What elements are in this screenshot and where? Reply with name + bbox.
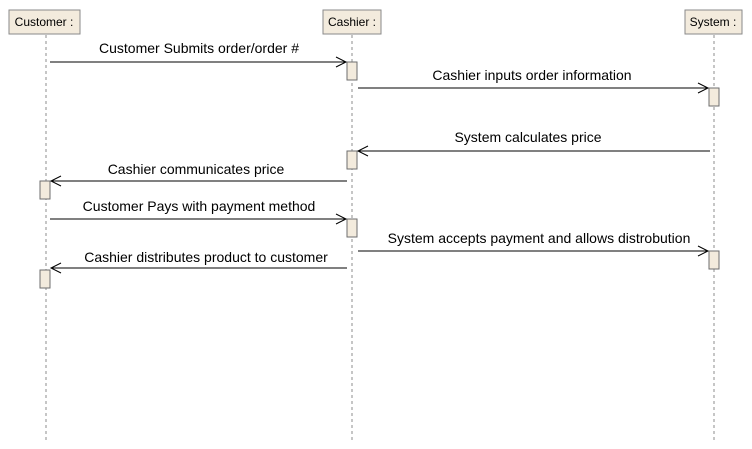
activation-customer-1 (39, 180, 51, 200)
message-label: System calculates price (454, 129, 601, 145)
message-label: Customer Pays with payment method (83, 198, 316, 214)
activation-system-1 (708, 87, 720, 107)
lifeline-system-header: System : (684, 9, 743, 35)
message-system-accepts-payment: System accepts payment and allows distro… (358, 230, 710, 257)
arrowhead-right-icon (697, 245, 710, 257)
message-label: Cashier distributes product to customer (84, 249, 328, 265)
message-customer-submits-order: Customer Submits order/order # (50, 40, 348, 68)
lifeline-cashier-header: Cashier : (322, 9, 382, 35)
arrowhead-left-icon (49, 175, 62, 187)
activation-cashier-1 (346, 61, 358, 81)
message-customer-pays: Customer Pays with payment method (50, 198, 348, 225)
activation-cashier-2 (346, 150, 358, 170)
arrowhead-right-icon (335, 213, 348, 225)
message-label: Customer Submits order/order # (99, 40, 299, 56)
message-label: Cashier inputs order information (432, 67, 631, 83)
lifeline-customer-label: Customer : (15, 15, 74, 29)
message-label: Cashier communicates price (108, 161, 285, 177)
arrowhead-left-icon (356, 145, 369, 157)
arrowhead-right-icon (697, 82, 710, 94)
activation-customer-2 (39, 269, 51, 289)
activation-cashier-3 (346, 218, 358, 238)
message-cashier-distributes-product: Cashier distributes product to customer (49, 249, 347, 274)
lifeline-system-label: System : (690, 15, 737, 29)
activation-system-2 (708, 250, 720, 270)
lifeline-customer-header: Customer : (8, 9, 81, 35)
arrowhead-left-icon (49, 262, 62, 274)
message-cashier-communicates-price: Cashier communicates price (49, 161, 347, 187)
message-cashier-inputs-order: Cashier inputs order information (358, 67, 710, 94)
message-label: System accepts payment and allows distro… (388, 230, 691, 246)
arrowhead-right-icon (335, 56, 348, 68)
lifeline-cashier-label: Cashier : (328, 15, 376, 29)
message-system-calculates-price: System calculates price (356, 129, 710, 157)
